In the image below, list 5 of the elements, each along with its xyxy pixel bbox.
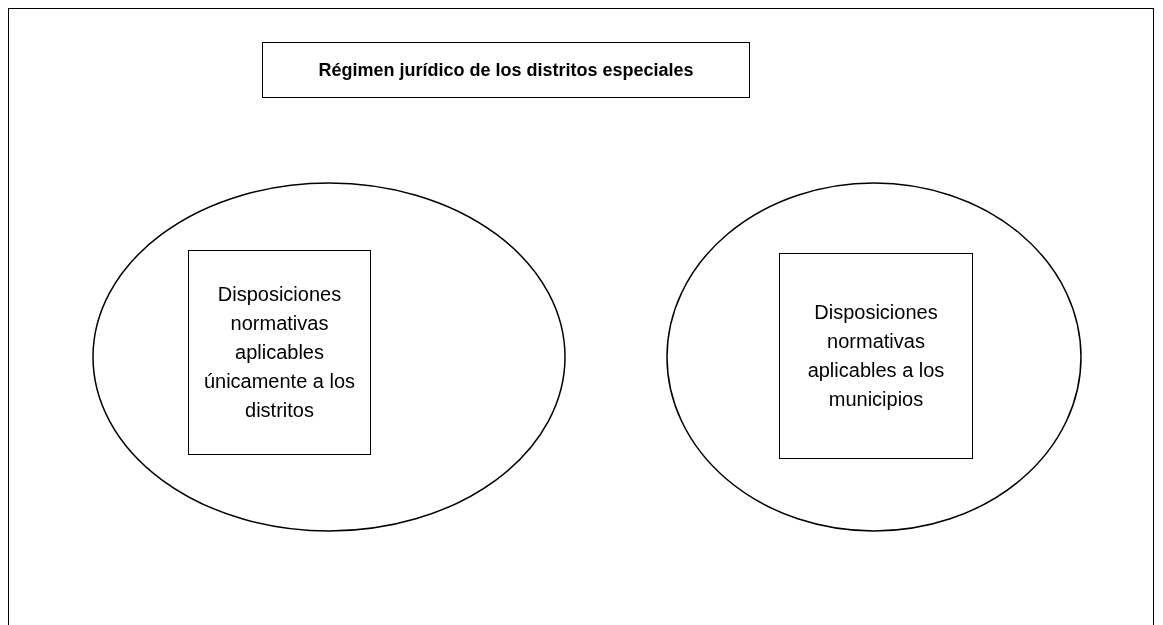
- ellipse-shape: [92, 182, 566, 532]
- ellipse-shape: [666, 182, 1082, 532]
- title-box: Régimen jurídico de los distritos especiales: [262, 42, 750, 98]
- text-box: Disposiciones normativas aplicables a los municipios: [779, 253, 973, 459]
- text-box: Disposiciones normativas aplicables únicamente a los distritos: [188, 250, 371, 455]
